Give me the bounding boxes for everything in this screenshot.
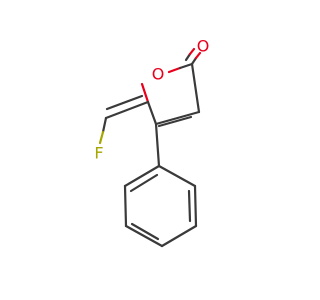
bond-ph-double-2 — [130, 222, 160, 241]
bond-c4-ph — [154, 122, 161, 168]
bond-c3-c4 — [154, 110, 201, 126]
bond-c2-o-a2 — [194, 51, 202, 60]
bond-c6-f-b — [98, 130, 105, 145]
bond-ph-4 — [124, 224, 164, 248]
bond-ph-5 — [123, 184, 128, 228]
molecule-svg: O O F — [94, 37, 210, 248]
ring-oxygen-label: O — [152, 65, 165, 84]
bond-c2-c3 — [190, 62, 201, 114]
bond-c5-o1 — [140, 82, 150, 104]
bond-c4-c5 — [146, 100, 158, 126]
bond-c2-o-b2 — [188, 47, 196, 56]
bond-c5-c6-double — [105, 94, 144, 111]
bond-ph-3 — [160, 224, 198, 248]
bond-ph-1 — [157, 164, 197, 188]
fluorine-label: F — [94, 144, 103, 163]
bond-ph-2 — [193, 184, 198, 228]
carbonyl-oxygen-label: O — [197, 37, 210, 56]
bond-c2-o-a1 — [190, 56, 198, 66]
bond-ph-double-3 — [129, 173, 159, 193]
bond-c3-c4-double — [157, 115, 193, 128]
bond-o1-c2 — [178, 62, 194, 70]
bond-c5-c6 — [104, 100, 150, 120]
bond-ph-6 — [123, 164, 161, 188]
bond-c2-o-b1 — [184, 52, 192, 62]
bond-o1-c2-o-half — [167, 66, 182, 74]
bond-ph-double-1 — [187, 189, 192, 223]
structure-diagram: O O F — [94, 37, 210, 248]
bond-c6-f-a — [101, 116, 108, 134]
